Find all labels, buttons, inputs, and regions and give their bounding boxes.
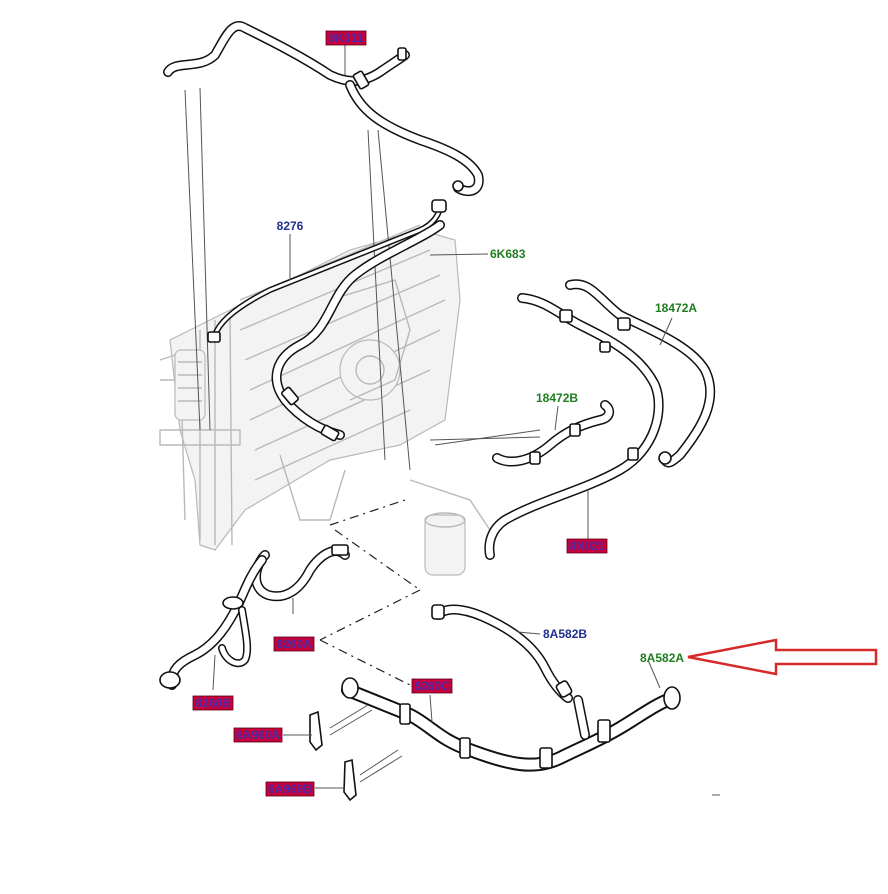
part-number-8A582B: 8A582B	[543, 627, 587, 641]
part-number-8260C: 8260C	[414, 679, 450, 693]
part-label-6A960B: 6A960B	[265, 781, 315, 797]
part-number-6A960B: 6A960B	[268, 782, 312, 796]
part-label-8260A: 8260A	[273, 636, 315, 652]
part-number-18472B: 18472B	[536, 391, 578, 405]
leader-lines-top	[184, 87, 411, 471]
part-label-6A960A: 6A960A	[233, 727, 283, 743]
part-number-8260B: 8260B	[195, 696, 231, 710]
part-number-18472A: 18472A	[655, 301, 697, 315]
part-number-9K311: 9K311	[329, 31, 364, 45]
hose-8260B	[159, 555, 267, 690]
clip-6A960B	[343, 758, 357, 802]
hose-8276	[207, 199, 447, 343]
engine-radiator-background	[159, 224, 491, 576]
hose-8A582B	[431, 604, 573, 703]
label-leader-lines	[212, 44, 673, 789]
clip-6A960A	[309, 710, 323, 752]
part-number-6K683: 6K683	[490, 247, 526, 261]
hose-18472B	[492, 400, 615, 467]
part-number-8276: 8276	[277, 219, 304, 233]
hose-9K311	[163, 21, 484, 197]
part-label-8260B: 8260B	[192, 695, 234, 711]
part-number-6A960A: 6A960A	[236, 728, 280, 742]
part-number-8260A: 8260A	[276, 637, 312, 651]
callout-arrow	[687, 638, 878, 676]
part-label-8N021: 8N021	[566, 538, 608, 554]
part-label-8260C: 8260C	[411, 678, 453, 694]
part-number-8N021: 8N021	[569, 539, 605, 553]
hose-18472A	[484, 279, 716, 560]
part-label-9K311: 9K311	[325, 30, 367, 46]
assembly-guide-lines	[319, 499, 421, 691]
part-number-8A582A: 8A582A	[640, 651, 684, 665]
hose-8260C	[341, 677, 681, 772]
hose-8260A	[251, 544, 350, 602]
hose-6K683	[271, 220, 445, 442]
